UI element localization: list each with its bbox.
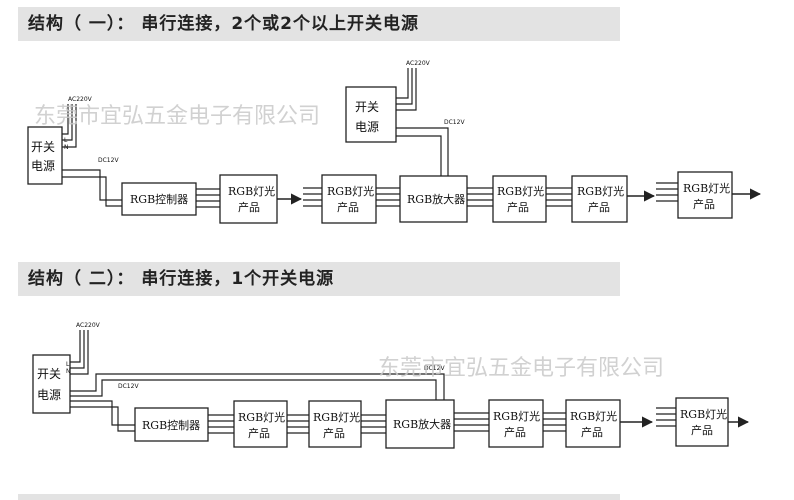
section-2-title: 结构（ 二）： 串行连接，1个开关电源 <box>18 262 620 296</box>
product-label-2: 产品 <box>588 200 610 214</box>
psu-left-dc-label: DC12V <box>98 157 119 164</box>
psu-top-dc-label: DC12V <box>444 119 465 126</box>
product-label-2: 产品 <box>581 425 603 439</box>
product-box <box>321 174 377 224</box>
product-label-1: RGB灯光 <box>683 181 730 195</box>
psu-box <box>32 354 71 414</box>
product-box <box>233 400 288 448</box>
psu-label-2: 电源 <box>37 388 61 402</box>
psu-top-box <box>345 86 397 143</box>
watermark: 东莞市宜弘五金电子有限公司 <box>34 104 320 129</box>
psu-pin-n: N <box>66 368 71 375</box>
psu-left-pin-n: N <box>64 144 69 151</box>
controller-label: RGB控制器 <box>130 192 188 206</box>
psu-ac-label: AC220V <box>76 322 101 329</box>
product-label-1: RGB灯光 <box>577 184 624 198</box>
section-2-diagram: 开关 电源 AC220V L N DC12V DC12V RGB控制器 RGB灯… <box>32 322 750 449</box>
product-box <box>308 400 362 448</box>
controller-box <box>134 407 209 442</box>
psu-pin-l: L <box>66 361 70 368</box>
psu-top-label-2: 电源 <box>355 120 379 134</box>
product-label-1: RGB灯光 <box>327 184 374 198</box>
product-label-1: RGB灯光 <box>238 410 285 424</box>
product-label-1: RGB灯光 <box>228 184 275 198</box>
watermark: 东莞市宜弘五金电子有限公司 <box>378 356 664 381</box>
product-label-1: RGB灯光 <box>313 410 360 424</box>
product-label-2: 产品 <box>507 200 529 214</box>
psu-top-label-1: 开关 <box>355 100 379 114</box>
product-label-1: RGB灯光 <box>680 407 727 421</box>
psu-left-box <box>27 126 63 185</box>
product-label-1: RGB灯光 <box>570 409 617 423</box>
psu-top-ac-label: AC220V <box>406 60 431 67</box>
amplifier-label: RGB放大器 <box>407 192 465 206</box>
product-box <box>675 397 729 447</box>
product-box <box>677 171 733 219</box>
product-box <box>488 399 544 448</box>
product-label-2: 产品 <box>238 200 260 214</box>
section-1-title: 结构（ 一）： 串行连接，2个或2个以上开关电源 <box>18 7 620 41</box>
product-box <box>571 175 628 223</box>
product-box <box>219 174 278 224</box>
product-label-2: 产品 <box>248 426 270 440</box>
amplifier-box <box>399 175 468 223</box>
psu-left-label-2: 电源 <box>31 159 55 173</box>
product-label-2: 产品 <box>504 425 526 439</box>
product-label-2: 产品 <box>693 197 715 211</box>
product-label-2: 产品 <box>323 426 345 440</box>
psu-left-label-1: 开关 <box>31 140 55 154</box>
controller-box <box>121 182 197 216</box>
psu-dc-label: DC12V <box>118 383 139 390</box>
bottom-banner-edge <box>18 494 620 500</box>
psu-left-pin-l: L <box>64 137 68 144</box>
psu-left-ac-label: AC220V <box>68 96 93 103</box>
product-label-2: 产品 <box>337 200 359 214</box>
product-label-1: RGB灯光 <box>493 409 540 423</box>
amplifier-box <box>385 399 455 449</box>
product-label-1: RGB灯光 <box>497 184 544 198</box>
section-1-diagram: 开关 电源 AC220V L N DC12V RGB控制器 RGB灯光 产品 R… <box>27 60 762 224</box>
controller-label: RGB控制器 <box>142 418 200 432</box>
amplifier-label: RGB放大器 <box>393 417 451 431</box>
psu-dc-right-label: DC12V <box>424 365 445 372</box>
product-box <box>492 175 547 223</box>
product-label-2: 产品 <box>691 423 713 437</box>
psu-label-1: 开关 <box>37 367 61 381</box>
product-box <box>565 399 621 448</box>
